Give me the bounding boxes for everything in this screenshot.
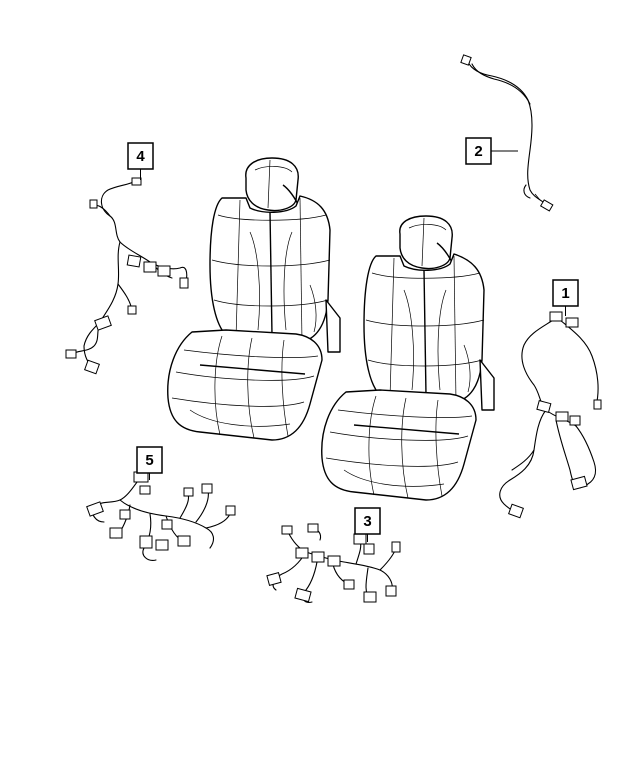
wiring-harness-1: [499, 311, 602, 519]
wiring-harness-4: [65, 177, 189, 375]
wiring-harness-2: [460, 54, 554, 212]
callout-1-label: 1: [561, 285, 569, 302]
callout-4-label: 4: [136, 148, 145, 165]
callout-4[interactable]: 4: [127, 142, 154, 180]
left-seat-illustration: [167, 157, 341, 441]
callout-2-label: 2: [474, 143, 482, 160]
callout-1[interactable]: 1: [552, 279, 579, 316]
callout-3[interactable]: 3: [354, 507, 381, 542]
right-seat-illustration: [321, 215, 495, 501]
callout-5[interactable]: 5: [136, 446, 163, 480]
wiring-harness-3: [266, 523, 401, 603]
wiring-harness-5: [86, 471, 236, 561]
callout-5-label: 5: [145, 452, 153, 469]
callout-2[interactable]: 2: [465, 137, 518, 165]
callout-3-label: 3: [363, 513, 371, 530]
